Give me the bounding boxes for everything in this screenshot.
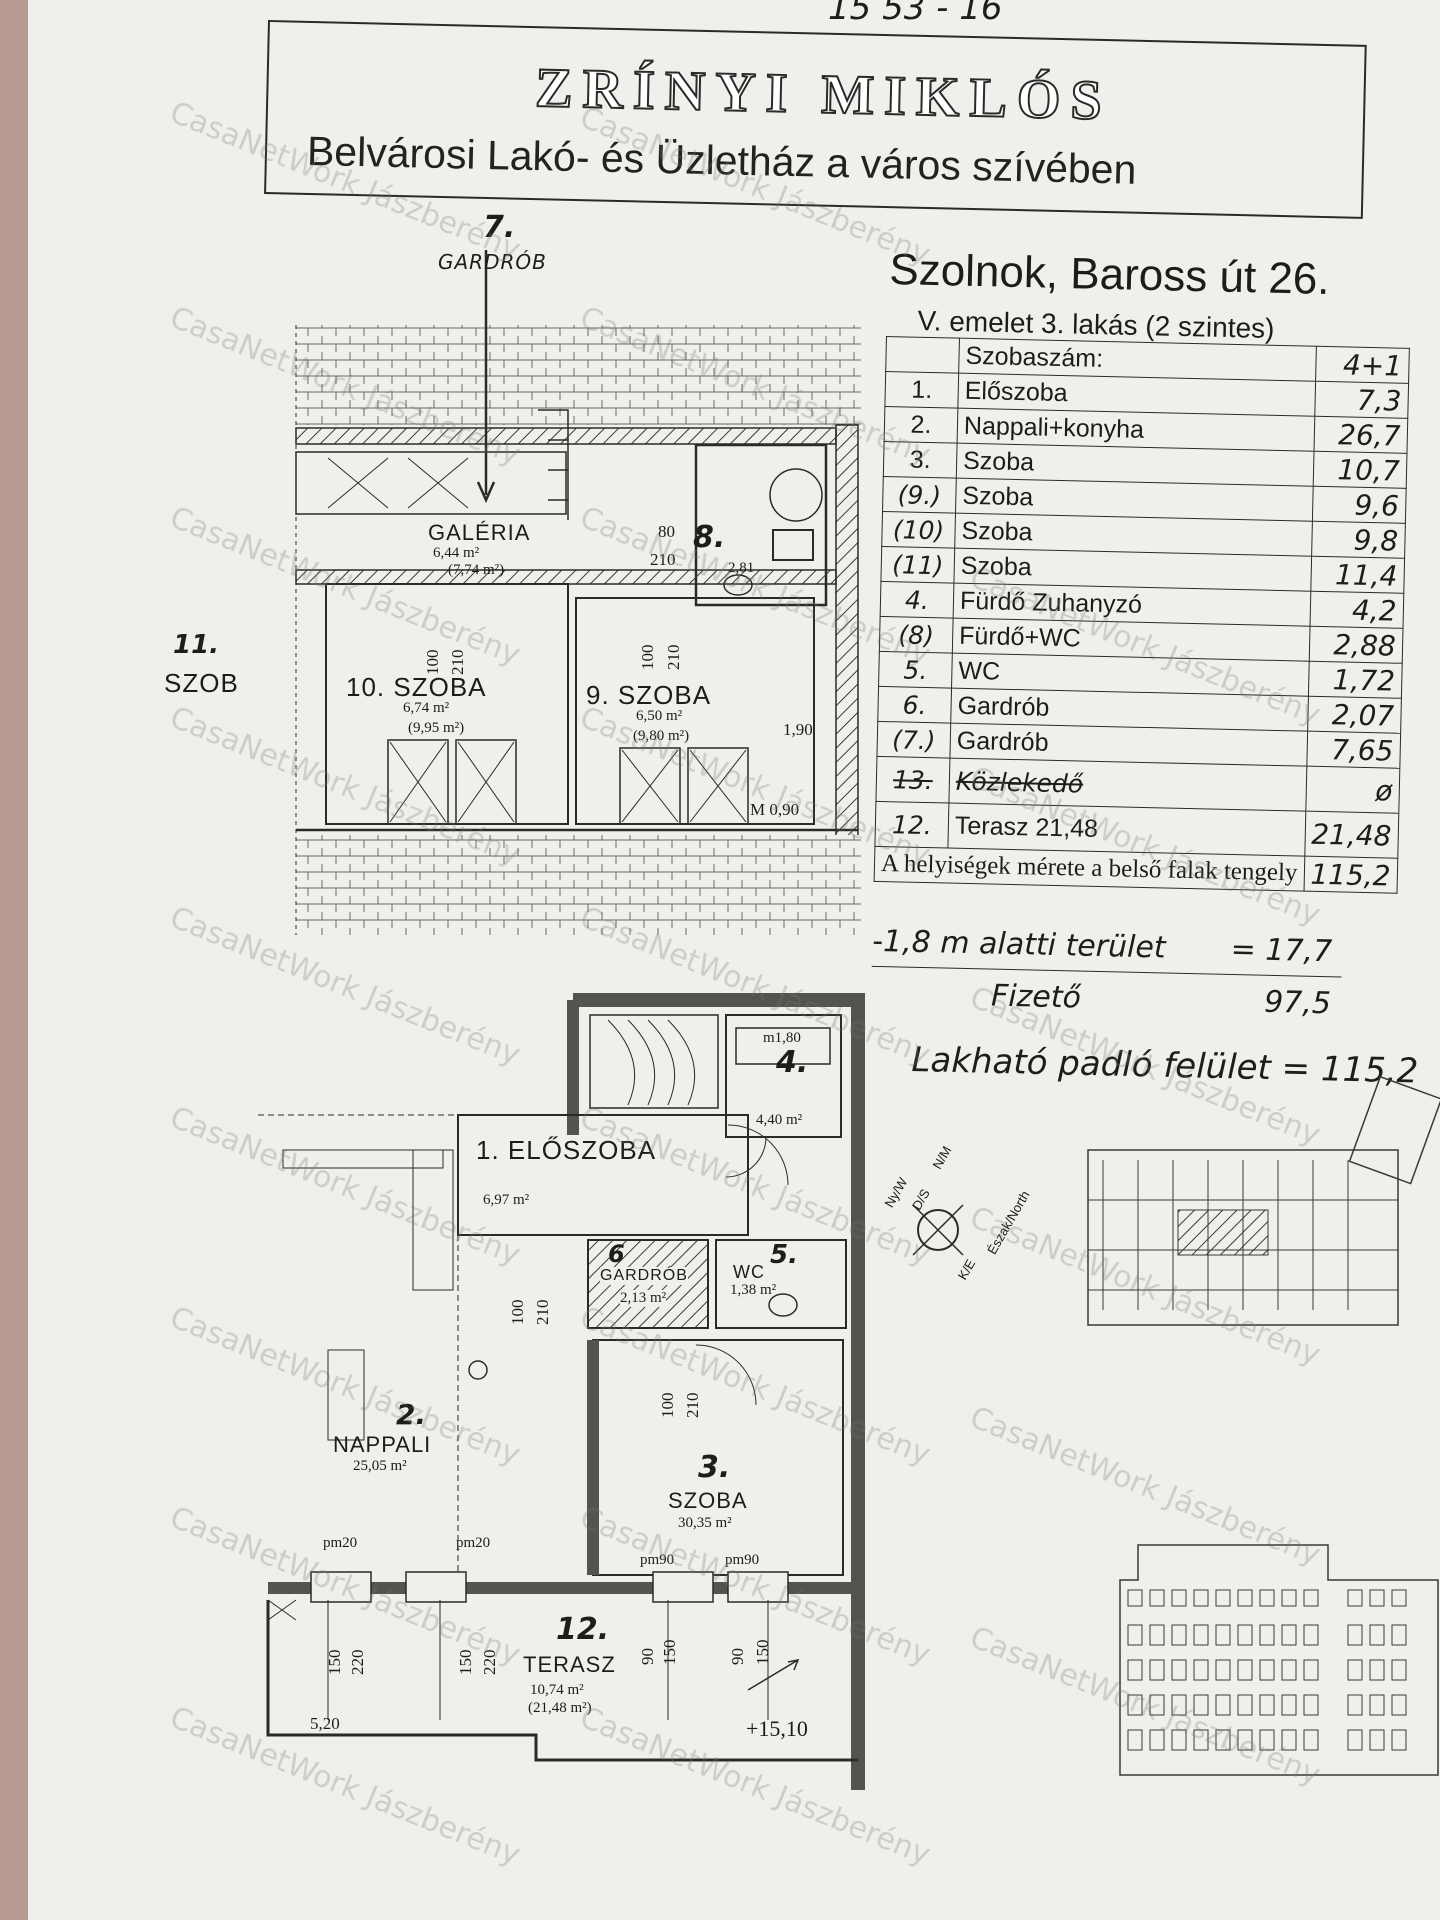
- galeria-area: 6,44 m²: [433, 545, 480, 561]
- room4-number: 4.: [776, 1045, 809, 1080]
- room11-name: SZOB: [164, 668, 239, 698]
- room2-area: 25,05 m²: [353, 1458, 407, 1474]
- room8-number: 8.: [693, 520, 726, 555]
- room9-area-2: (9,80 m²): [633, 728, 690, 744]
- room1-name: 1. ELŐSZOBA: [476, 1135, 657, 1165]
- lower-floor-plan: [258, 993, 865, 1790]
- upper-dim-80: 80: [658, 522, 675, 541]
- wc-area: 1,38 m²: [730, 1282, 777, 1298]
- galeria-label: GALÉRIA: [428, 520, 531, 545]
- pm20-label-a: pm20: [323, 1535, 358, 1551]
- room7-number: 7.: [483, 210, 516, 245]
- lower-dim-210-a: 210: [533, 1299, 552, 1326]
- dim-220-a: 220: [348, 1649, 367, 1676]
- dim-90-a: 90: [638, 1648, 657, 1665]
- room11-number: 11.: [173, 630, 220, 660]
- upper-dim-210: 210: [650, 550, 676, 569]
- upper-dim-100-b: 100: [638, 644, 657, 671]
- wc-label: WC: [733, 1262, 765, 1282]
- upper-dim-210-b: 210: [664, 644, 683, 671]
- upper-floor-plan: [295, 250, 861, 935]
- room12-area: 10,74 m²: [530, 1682, 584, 1698]
- room4-area: 4,40 m²: [756, 1112, 803, 1128]
- floor-plan-drawing: [258, 250, 1440, 1790]
- dim-150-a: 150: [325, 1649, 344, 1676]
- room8-area: 2,81: [728, 560, 755, 576]
- pm90-label-b: pm90: [725, 1552, 760, 1568]
- building-elevation: [1119, 1544, 1439, 1776]
- compass: [912, 1204, 964, 1256]
- room2-number: 2.: [396, 1398, 427, 1431]
- lower-dim-100-b: 100: [658, 1392, 677, 1419]
- floorplan-sheet: 15 53 - 16 ZRÍNYI MIKLÓS Belvárosi Lakó-…: [28, 0, 1440, 1920]
- pm20-label-b: pm20: [456, 1535, 491, 1551]
- room1-area: 6,97 m²: [483, 1192, 530, 1208]
- elevation-mark: +15,10: [746, 1716, 808, 1741]
- site-map: [1087, 1075, 1440, 1326]
- room7-name: GARDRÓB: [438, 250, 547, 274]
- top-scribble: 15 53 - 16: [828, 0, 1003, 28]
- room3-number: 3.: [698, 1450, 731, 1485]
- room6-number: 6: [608, 1240, 625, 1268]
- room4-dim: m1,80: [763, 1030, 801, 1046]
- gardrob-area: 2,13 m²: [620, 1290, 667, 1307]
- room9-name: 9. SZOBA: [586, 680, 712, 710]
- lower-dim-210-b: 210: [683, 1392, 702, 1419]
- room10-area-2: (9,95 m²): [408, 720, 465, 736]
- room10-name: 10. SZOBA: [346, 672, 487, 702]
- dim-150-c: 150: [660, 1639, 679, 1666]
- room2-name: NAPPALI: [333, 1432, 432, 1457]
- room12-number: 12.: [556, 1612, 610, 1647]
- upper-dim-100-a: 100: [423, 649, 442, 676]
- dim-150-d: 150: [753, 1639, 772, 1666]
- room9-area: 6,50 m²: [636, 708, 683, 724]
- room5-number: 5.: [770, 1240, 798, 1270]
- galeria-area-2: (7,74 m²): [448, 562, 505, 578]
- upper-dim-m090: M 0,90: [750, 800, 800, 819]
- room12-name: TERASZ: [523, 1652, 616, 1677]
- upper-dim-190: 1,90: [783, 720, 813, 739]
- lower-dim-100-a: 100: [508, 1299, 527, 1326]
- dim-90-b: 90: [728, 1648, 747, 1665]
- gardrob-label: GARDRÓB: [600, 1267, 688, 1285]
- pm90-label-a: pm90: [640, 1552, 675, 1568]
- room12-area-2: (21,48 m²): [528, 1700, 592, 1716]
- dim-520: 5,20: [310, 1714, 340, 1733]
- room10-area: 6,74 m²: [403, 700, 450, 716]
- room3-name: SZOBA: [668, 1488, 748, 1513]
- room3-area: 30,35 m²: [678, 1515, 732, 1531]
